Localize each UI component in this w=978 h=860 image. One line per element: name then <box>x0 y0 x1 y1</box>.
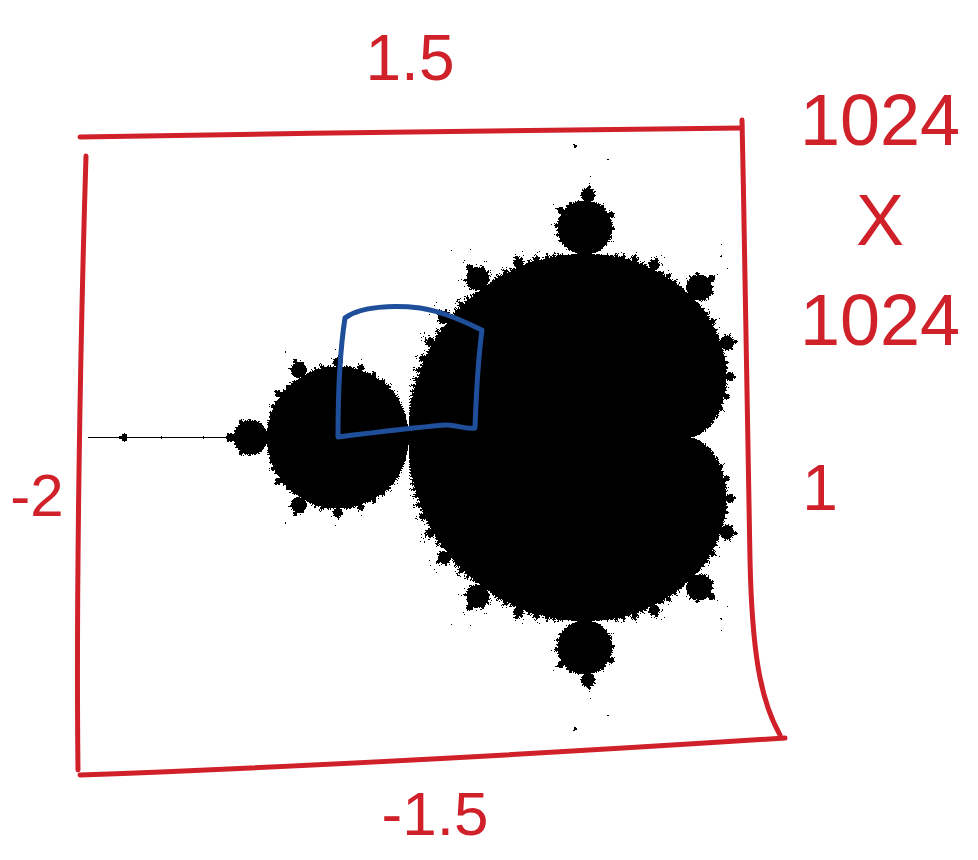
frame-left <box>77 156 86 770</box>
axis-value: 1 <box>790 452 850 524</box>
axis-value: -1.5 <box>340 778 530 850</box>
frame-right <box>742 120 780 735</box>
resolution-label: 1024 X 1024 <box>785 70 975 370</box>
frame-top <box>80 128 742 137</box>
axis-value: -2 <box>2 462 72 530</box>
zoom-region <box>338 307 482 437</box>
frame-bottom <box>80 738 785 775</box>
axis-value: 1.5 <box>330 22 490 94</box>
